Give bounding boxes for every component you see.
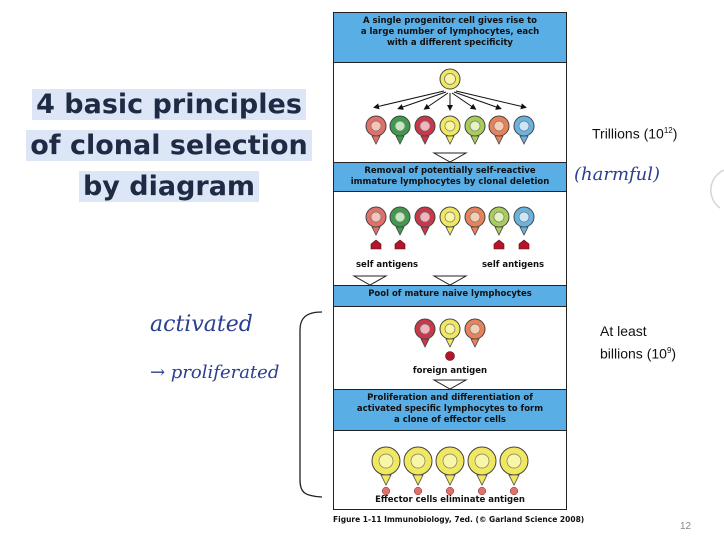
panel-1-header-line-2: a large number of lymphocytes, each (360, 27, 540, 37)
panel-3-header-line-1: Pool of mature naive lymphocytes (368, 289, 532, 299)
billions-line-1: At least (600, 323, 647, 339)
self-antigen-3 (493, 239, 505, 250)
self-antigen-1 (370, 239, 382, 250)
panel-transition-arrow-1 (432, 152, 468, 163)
handwritten-harmful: (harmful) (574, 164, 661, 185)
effector-cell-3 (435, 446, 465, 496)
billions-text: billions (10 (600, 345, 667, 362)
billions-close: ) (671, 345, 677, 362)
panel-2-header: Removal of potentially self-reactive imm… (334, 162, 566, 192)
naive-lymphocyte-orange (464, 318, 486, 348)
deleted-lymphocyte-blue (513, 206, 535, 236)
panel-4-header-line-1: Proliferation and differentiation of (367, 393, 533, 403)
lymphocyte-lime (464, 115, 486, 145)
deleted-lymphocyte-green (389, 206, 411, 236)
diagram-graphics (352, 68, 535, 496)
panel-transition-arrow-2a (352, 275, 388, 286)
panel-2-header-line-1: Removal of potentially self-reactive (364, 166, 536, 176)
lymphocyte-red-1 (365, 115, 387, 145)
handwritten-activated: activated (150, 312, 253, 337)
trillions-note: Trillions (1012) (592, 121, 677, 144)
panel-transition-arrow-3 (432, 379, 468, 390)
page-edge-circle-icon (710, 169, 724, 209)
naive-lymphocyte-yellow (439, 318, 461, 348)
title-line-1: 4 basic principles (32, 89, 306, 120)
effector-cell-5 (499, 446, 529, 496)
billions-exponent: 9 (666, 346, 672, 355)
lymphocyte-blue (513, 115, 535, 145)
progenitor-cell (439, 68, 461, 90)
handwritten-proliferated: → proliferated (150, 362, 280, 383)
naive-lymphocyte-crimson (414, 318, 436, 348)
deleted-lymphocyte-red (365, 206, 387, 236)
panel-1-header-line-3: with a different specificity (387, 38, 513, 48)
panel-4-header-line-3: a clone of effector cells (394, 415, 506, 425)
surviving-lymphocyte-orange (464, 206, 486, 236)
foreign-antigen-dot (445, 351, 455, 361)
panel-1-header: A single progenitor cell gives rise to a… (334, 13, 566, 63)
lymphocyte-orange (488, 115, 510, 145)
panel-4-header: Proliferation and differentiation of act… (334, 389, 566, 431)
panel-transition-arrow-2b (432, 275, 468, 286)
handwritten-bracket (299, 311, 323, 498)
billions-note: At least billions (109) (600, 322, 676, 364)
slide-title: 4 basic principles of clonal selection b… (14, 84, 324, 207)
trillions-close: ) (672, 125, 678, 142)
self-antigen-markers (370, 239, 530, 250)
lymphocyte-row-1 (365, 115, 535, 145)
panel-1-header-line-1: A single progenitor cell gives rise to (363, 16, 537, 26)
figure-caption: Figure 1-11 Immunobiology, 7ed. (© Garla… (333, 515, 585, 524)
surviving-lymphocyte-yellow (439, 206, 461, 236)
self-antigens-label-right: self antigens (482, 260, 545, 270)
lymphocyte-yellow (439, 115, 461, 145)
naive-lymphocyte-pool (414, 318, 486, 361)
self-antigens-label-left: self antigens (356, 260, 419, 270)
self-antigen-4 (518, 239, 530, 250)
surviving-lymphocyte-crimson (414, 206, 436, 236)
effector-cell-1 (371, 446, 401, 496)
self-antigen-2 (394, 239, 406, 250)
effector-cell-clone (371, 446, 529, 496)
lymphocyte-crimson (414, 115, 436, 145)
differentiation-arrows (373, 90, 527, 111)
page-number: 12 (680, 521, 692, 532)
title-line-3: by diagram (78, 171, 260, 202)
lymphocyte-green (389, 115, 411, 145)
effector-cell-4 (467, 446, 497, 496)
deleted-lymphocyte-lime (488, 206, 510, 236)
trillions-text: Trillions (10 (592, 125, 664, 142)
effector-cells-label: Effector cells eliminate antigen (375, 495, 525, 505)
clonal-selection-diagram: A single progenitor cell gives rise to a… (333, 12, 567, 510)
trillions-exponent: 12 (663, 126, 673, 135)
foreign-antigen-label: foreign antigen (412, 366, 488, 376)
title-line-2: of clonal selection (26, 130, 312, 161)
lymphocyte-row-2 (365, 206, 535, 236)
effector-cell-2 (403, 446, 433, 496)
panel-2-header-line-2: immature lymphocytes by clonal deletion (350, 177, 550, 187)
panel-4-header-line-2: activated specific lymphocytes to form (356, 404, 544, 414)
